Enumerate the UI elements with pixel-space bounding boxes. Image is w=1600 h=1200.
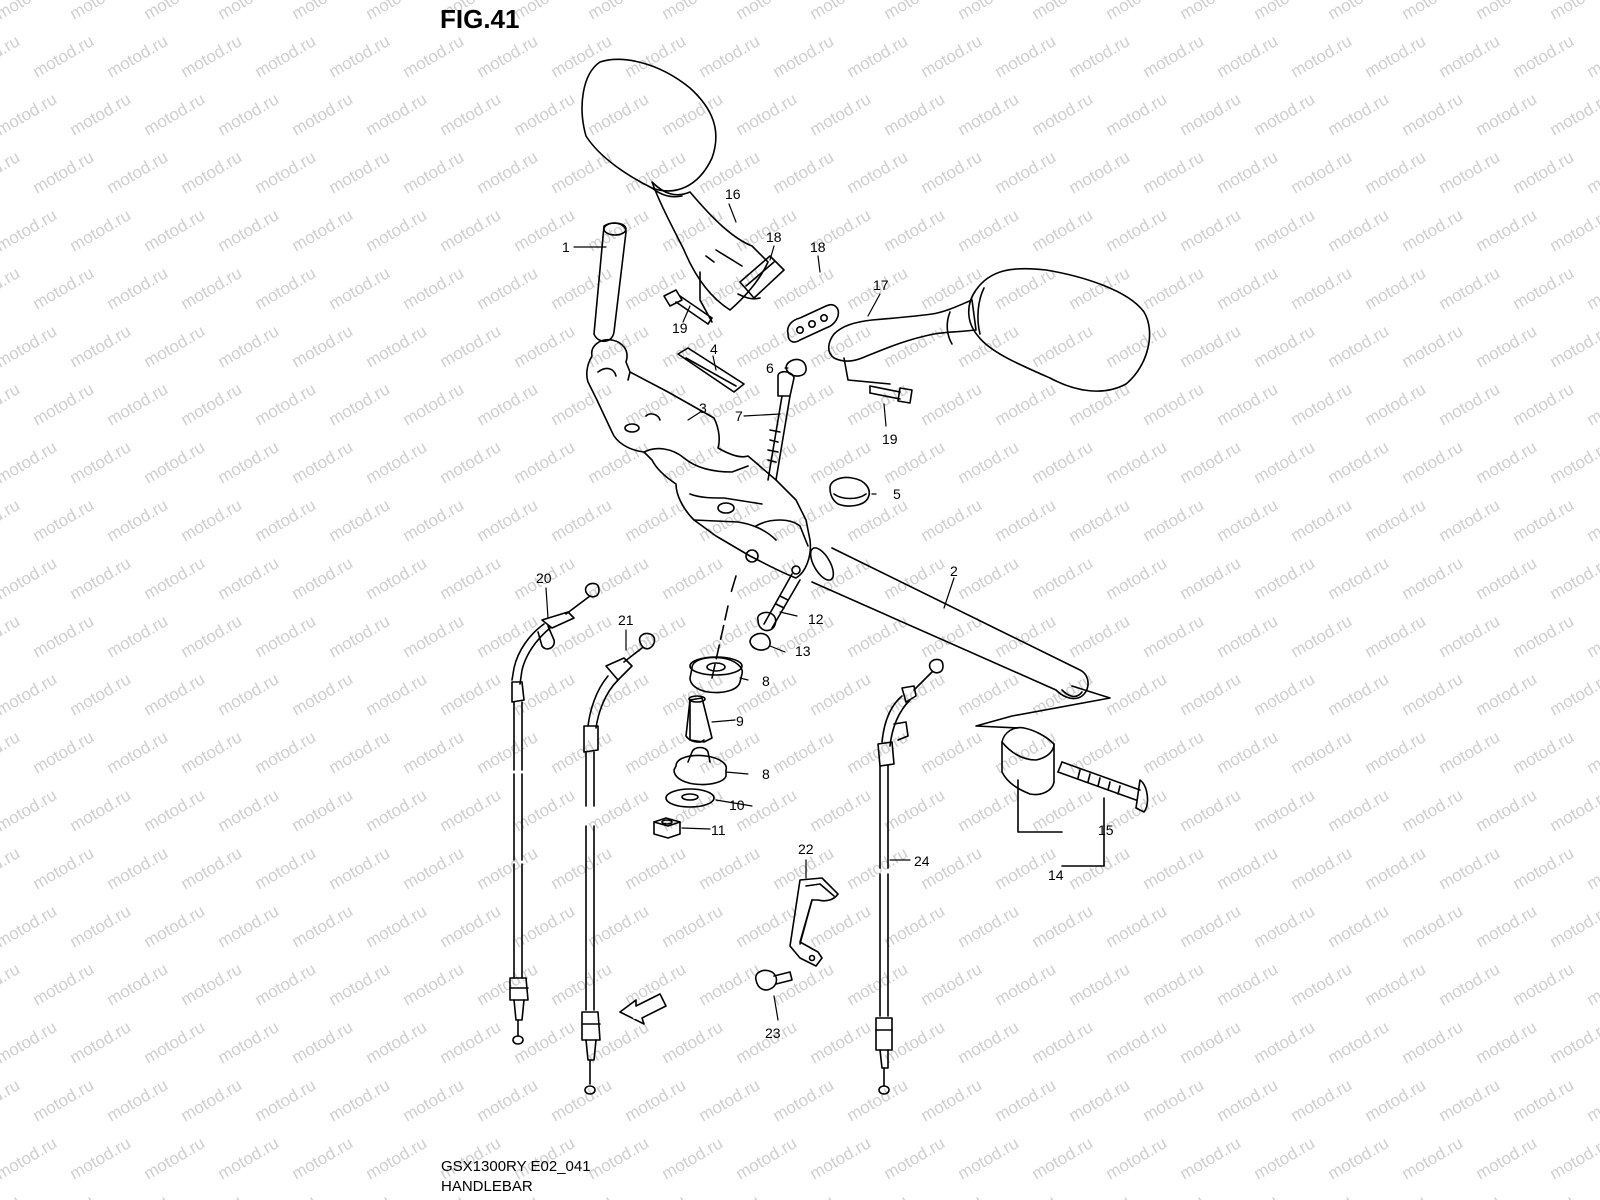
callout-7: 7	[735, 408, 743, 424]
fwd-arrow	[619, 993, 667, 1025]
grip	[593, 222, 627, 343]
callout-12: 12	[808, 611, 824, 627]
mirror-bolt-lower	[869, 385, 913, 404]
right-mirror	[827, 267, 1151, 392]
small-cap	[785, 358, 807, 377]
callout-5: 5	[893, 486, 901, 502]
rubber-cushion-upper	[689, 656, 744, 694]
callout-1: 1	[562, 239, 570, 255]
watermark-text: motod.ru	[0, 1191, 23, 1200]
holder-bolt	[767, 370, 795, 481]
callout-18-upper: 18	[766, 229, 782, 245]
bar-end-weight	[1001, 726, 1063, 833]
callout-4: 4	[710, 341, 718, 357]
clamp-nut	[749, 632, 771, 651]
left-mirror	[581, 58, 769, 323]
callout-19-upper: 19	[672, 320, 688, 336]
mirror-gasket-upper	[739, 255, 785, 299]
callout-15: 15	[1098, 822, 1114, 838]
callout-6: 6	[766, 360, 774, 376]
clamp-bolt	[756, 573, 801, 632]
section-name: HANDLEBAR	[441, 1178, 533, 1195]
end-cap	[829, 476, 870, 507]
callout-18-lower: 18	[810, 239, 826, 255]
callout-3: 3	[699, 400, 707, 416]
mounting-center-line	[711, 575, 737, 679]
figure-title: FIG.41	[440, 4, 520, 34]
washer	[665, 788, 715, 808]
callout-11: 11	[711, 822, 726, 838]
callout-13: 13	[795, 643, 811, 659]
callout-leaders	[545, 203, 955, 1021]
callout-21: 21	[618, 612, 634, 628]
throttle-cable-pull	[509, 582, 600, 1045]
break-line	[975, 685, 1111, 729]
spacer-collar	[685, 695, 713, 743]
callout-8-lower: 8	[762, 766, 770, 782]
callout-9: 9	[736, 713, 744, 729]
bar-end-screw	[1057, 761, 1149, 867]
cable-guide-bracket	[789, 877, 839, 967]
model-code: GSX1300RY E02_041	[441, 1158, 591, 1175]
flange-nut	[653, 817, 681, 839]
callout-14: 14	[1048, 867, 1064, 883]
callout-22: 22	[798, 841, 814, 857]
mirror-gasket-lower	[786, 303, 840, 343]
bracket-screw	[754, 969, 793, 991]
callout-23: 23	[765, 1025, 781, 1041]
callout-2: 2	[950, 563, 958, 579]
callout-8-upper: 8	[762, 673, 770, 689]
label-plate	[677, 347, 745, 393]
callout-labels: 1 2 3 4 5 6 7 8 8 9 10 11 12 13 14 15 16…	[536, 186, 1114, 1041]
mirror-bolt-upper	[663, 289, 713, 325]
callout-24: 24	[914, 853, 930, 869]
callout-10: 10	[729, 797, 745, 813]
rubber-cushion-lower	[673, 746, 728, 786]
callout-20: 20	[536, 570, 552, 586]
clutch-cable	[875, 658, 944, 1095]
throttle-cable-return	[581, 632, 656, 1095]
handlebar-pipe	[809, 547, 1089, 700]
handlebar-holder	[586, 338, 812, 579]
callout-17: 17	[873, 277, 889, 293]
callout-19-lower: 19	[882, 431, 898, 447]
callout-16: 16	[725, 186, 741, 202]
